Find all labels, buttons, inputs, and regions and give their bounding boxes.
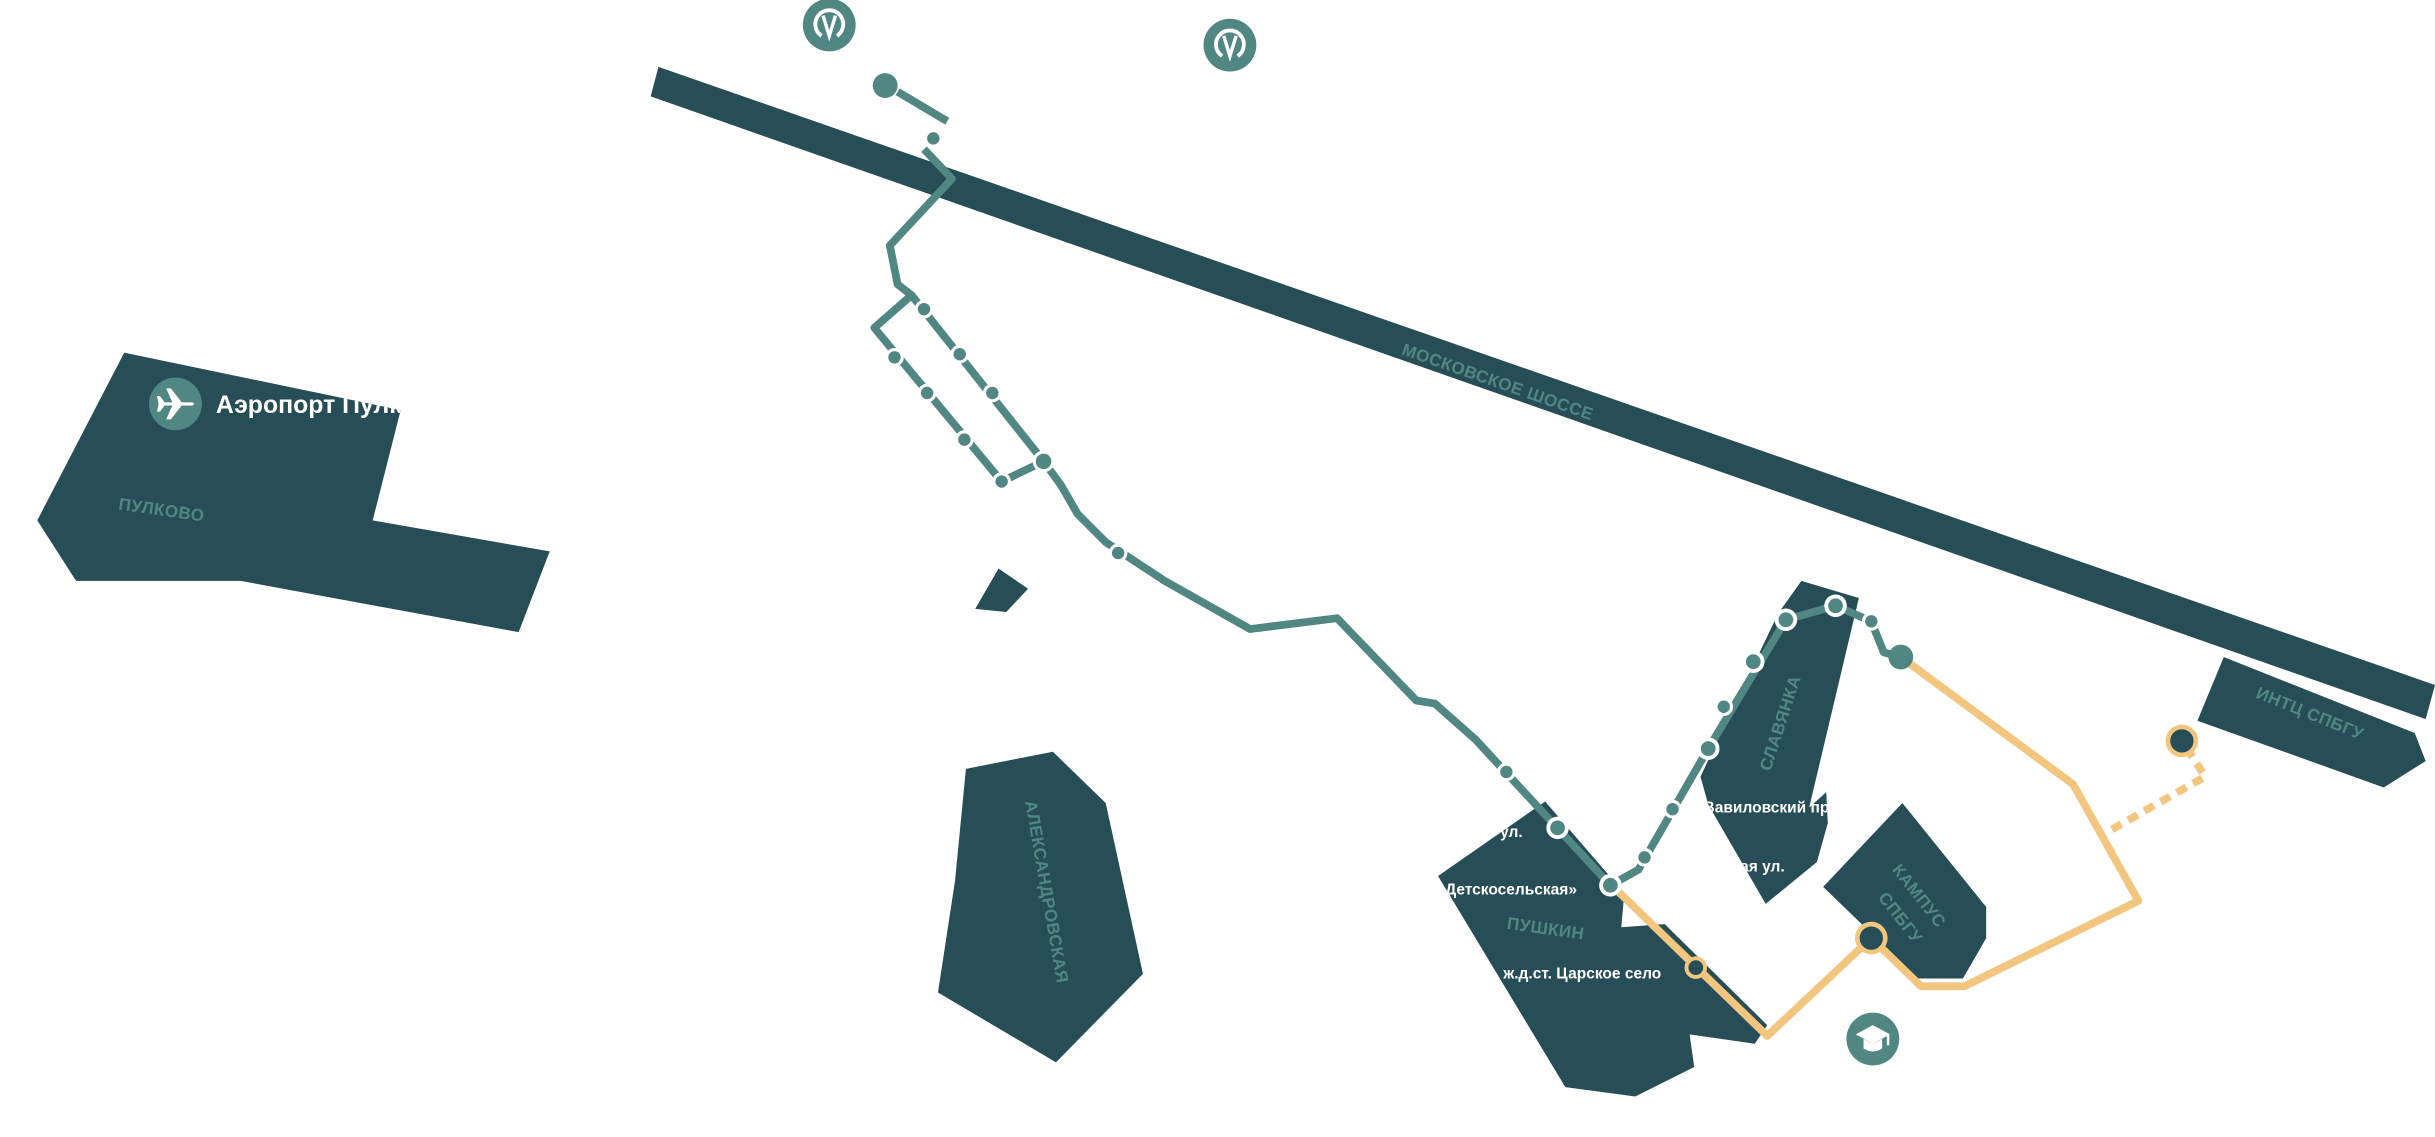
station[interactable] [885,347,904,367]
route-line [1612,653,2210,1040]
station[interactable] [955,430,974,449]
station[interactable] [917,383,937,403]
stop-label-skaya-ul: ская ул. [1724,858,1785,875]
stop-label-vavilovsky: Вавиловский пр. [1704,799,1834,816]
station[interactable] [950,344,970,364]
route-stop[interactable] [1854,921,1888,955]
station[interactable] [1888,644,1914,670]
station[interactable] [1546,816,1569,840]
intc-area [2197,657,2426,788]
station[interactable] [1032,450,1055,473]
station[interactable] [1742,650,1765,673]
stations [872,73,2199,979]
aleksandrovskaya-area [937,751,1143,1063]
metro-icon[interactable] [1203,18,1257,72]
station[interactable] [923,129,943,148]
stop-label-tsarskoe-selo: ж.д.ст. Царское село [1502,965,1661,982]
station[interactable] [1635,848,1654,867]
station[interactable] [983,383,1002,403]
station[interactable] [1824,594,1847,618]
airplane-icon [149,377,202,431]
station[interactable] [914,299,934,319]
station[interactable] [1774,608,1798,632]
station[interactable] [1599,874,1622,897]
station[interactable] [1497,762,1516,782]
stop-label-street: ул. [1500,824,1523,841]
station[interactable] [872,73,898,98]
station[interactable] [1663,799,1682,819]
station[interactable] [1108,543,1128,563]
station[interactable] [1696,737,1720,760]
pushkin-area [1438,801,1768,1097]
station[interactable] [992,472,1011,491]
route-stop[interactable] [2165,724,2199,758]
station[interactable] [1714,697,1734,717]
stop-label-detskoselskaya: «Детскосельская» [1436,882,1577,899]
route-stop[interactable] [1684,956,1708,979]
campus-area [1823,802,1987,979]
station[interactable] [1861,611,1881,631]
highway-label: МОСКОВСКОЕ ШОССЕ [1399,340,1595,424]
slavyanka-area [1700,580,1859,904]
metro-icon[interactable] [802,0,856,52]
small-area [975,568,1029,612]
graduation-cap-icon [1846,1012,1900,1066]
moskovskoe-highway [650,66,2435,720]
airport-label: Аэропорт Пулково [216,392,447,419]
